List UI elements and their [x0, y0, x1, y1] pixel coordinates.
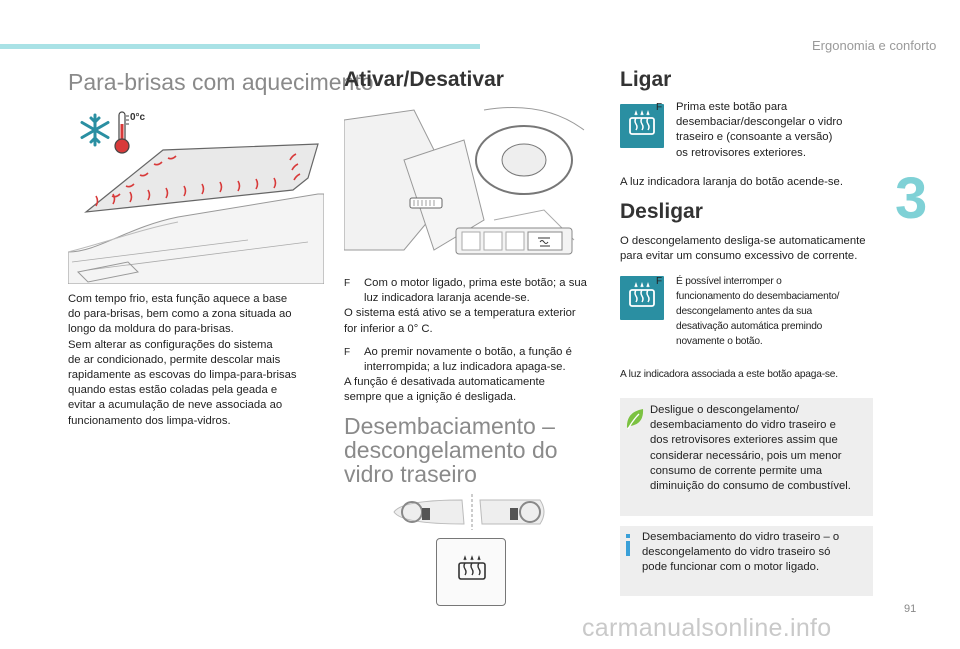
eco-tip-box: Desligue o descongelamento/ desembaciame…	[620, 398, 873, 516]
page-number: 91	[904, 603, 917, 615]
thermometer-icon	[114, 111, 130, 154]
desligar-title: Desligar	[620, 200, 703, 223]
bullet-arrow-icon: F	[656, 276, 662, 287]
snowflake-icon	[80, 113, 110, 147]
heated-windscreen-illustration: 0°c	[68, 111, 324, 284]
info-icon	[626, 534, 630, 556]
desligar-note: A luz indicadora associada a este botão …	[620, 369, 838, 380]
chapter-number: 3	[895, 166, 928, 231]
rear-defrost-button[interactable]	[436, 538, 506, 606]
heated-windscreen-description: Com tempo frio, esta função aquece a bas…	[68, 293, 297, 427]
activate-instructions: F Com o motor ligado, prima este botão; …	[344, 277, 587, 404]
heated-windscreen-title: Para-brisas com aquecimento	[68, 69, 374, 95]
thermometer-label: 0°c	[130, 112, 146, 123]
dashboard-illustration	[344, 100, 600, 270]
bullet-arrow-icon: F	[344, 346, 351, 358]
button-panel-zoom	[455, 227, 573, 255]
rear-defrost-icon	[458, 555, 486, 580]
rear-defrost-title: Desembaciamento – descongelamento do vid…	[344, 413, 558, 487]
bullet-arrow-icon: F	[656, 102, 663, 113]
activate-deactivate-title: Ativar/Desativar	[344, 68, 504, 91]
ligar-title: Ligar	[620, 68, 672, 91]
watermark: carmanualsonline.info	[582, 614, 832, 642]
heat-lines	[95, 153, 301, 207]
desligar-instruction: F É possível interromper o funcionamento…	[656, 276, 840, 347]
header-accent-bar	[0, 44, 480, 49]
dashboard-side-views	[393, 494, 545, 530]
eco-leaf-icon	[626, 409, 644, 430]
defrost-button-icon-on	[620, 104, 664, 148]
ligar-note: A luz indicadora laranja do botão acende…	[620, 176, 843, 188]
desligar-description: O descongelamento desliga-se automaticam…	[620, 235, 866, 263]
bullet-arrow-icon: F	[344, 278, 351, 289]
section-title: Ergonomia e conforto	[812, 38, 937, 53]
ligar-instruction: F Prima este botão para desembaciar/desc…	[656, 101, 843, 159]
defrost-button-icon-off	[620, 276, 664, 320]
info-box: Desembaciamento do vidro traseiro – o de…	[620, 526, 873, 596]
